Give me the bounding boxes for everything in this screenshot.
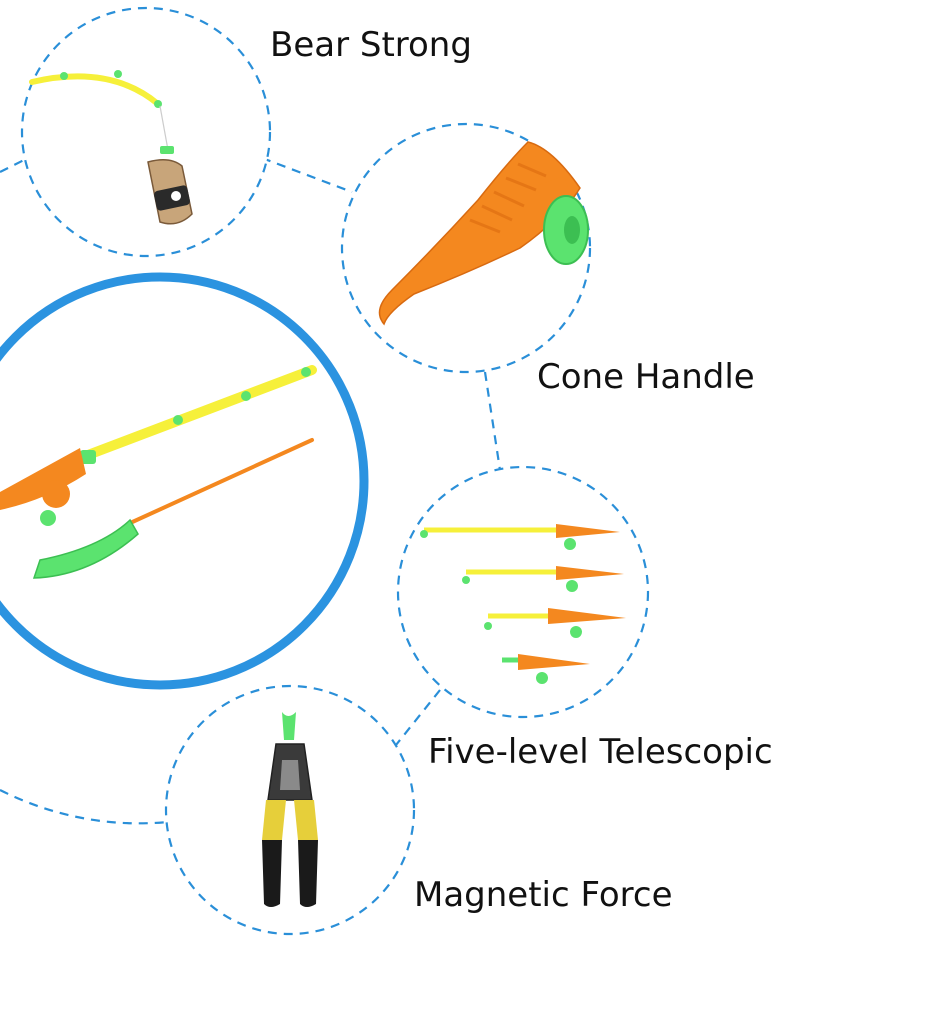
four-telescopic-rods-stacked-icon <box>420 524 626 684</box>
connector-bear-to-cone <box>261 156 353 194</box>
connector-tele-to-mag <box>395 689 441 746</box>
cone-handle-illustration <box>340 122 592 374</box>
connector-lines <box>0 156 502 825</box>
connector-cone-to-tele <box>483 371 502 471</box>
telescopic-illustration <box>396 465 650 719</box>
cone-handle-label: Cone Handle <box>537 357 755 397</box>
connector-left-bottom <box>0 789 169 825</box>
main-rod-illustration <box>0 272 369 690</box>
main-rod-circle <box>0 272 369 690</box>
fishing-rod-and-telescopic-rod-icon <box>0 365 317 579</box>
five-level-telescopic-label: Five-level Telescopic <box>428 732 773 772</box>
bear-strong-illustration <box>20 6 272 258</box>
fishing-rod-lifting-bottle-icon <box>29 70 193 225</box>
telescopic-circle <box>396 465 650 719</box>
magnetic-pliers-icon <box>262 712 318 907</box>
magnetic-force-circle <box>164 684 416 936</box>
bear-strong-circle <box>20 6 272 258</box>
magnetic-force-label: Magnetic Force <box>414 875 673 915</box>
magnetic-force-illustration <box>164 684 416 936</box>
orange-cone-handle-with-green-reel-icon <box>378 141 589 326</box>
bear-strong-label: Bear Strong <box>270 25 472 65</box>
connector-left-top <box>0 159 25 173</box>
